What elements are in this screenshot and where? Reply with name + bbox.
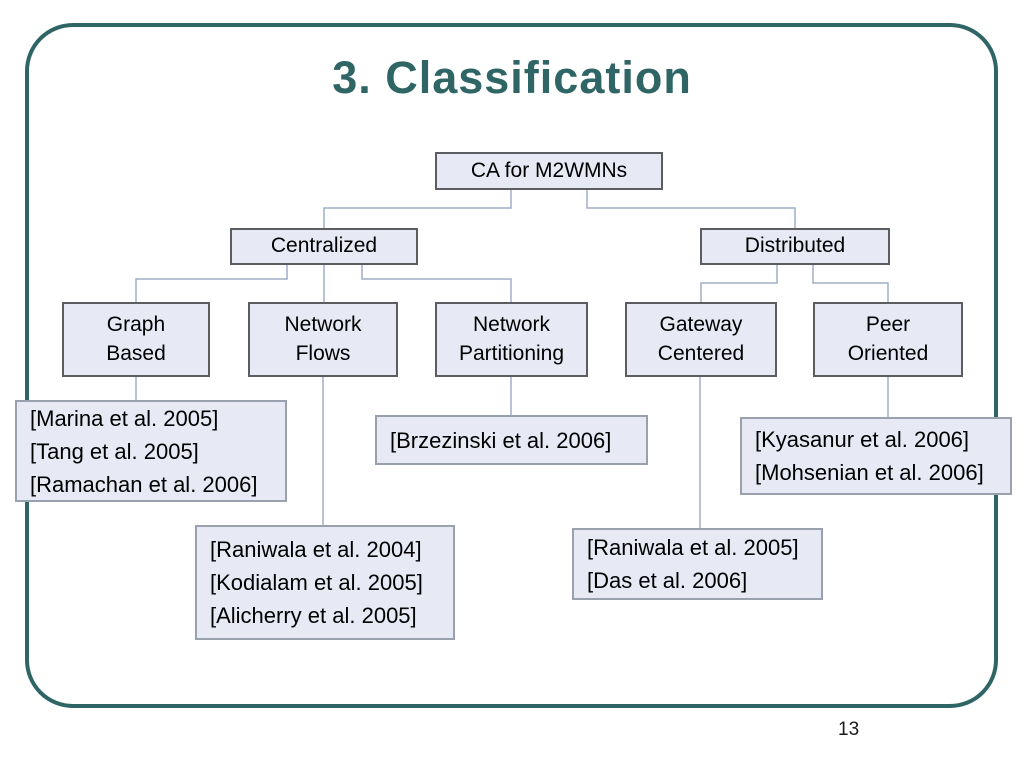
citations-network-flows: [Raniwala et al. 2004] [Kodialam et al. … [195, 525, 455, 640]
node-network-flows: Network Flows [248, 302, 398, 377]
node-graph-based: Graph Based [62, 302, 210, 377]
node-distributed: Distributed [700, 228, 890, 265]
page-number: 13 [838, 719, 860, 740]
node-centralized: Centralized [230, 228, 418, 265]
node-peer-oriented: Peer Oriented [813, 302, 963, 377]
citations-graph-based: [Marina et al. 2005] [Tang et al. 2005] … [15, 400, 287, 502]
page-title: 3. Classification [332, 52, 692, 103]
slide-border [25, 23, 998, 708]
node-network-partitioning: Network Partitioning [435, 302, 588, 377]
citations-peer-oriented: [Kyasanur et al. 2006] [Mohsenian et al.… [740, 417, 1012, 495]
node-gateway-centered: Gateway Centered [625, 302, 777, 377]
node-ca-for-m2wmns: CA for M2WMNs [435, 152, 663, 190]
citations-gateway-centered: [Raniwala et al. 2005] [Das et al. 2006] [572, 528, 823, 600]
citations-network-partitioning: [Brzezinski et al. 2006] [375, 415, 648, 465]
